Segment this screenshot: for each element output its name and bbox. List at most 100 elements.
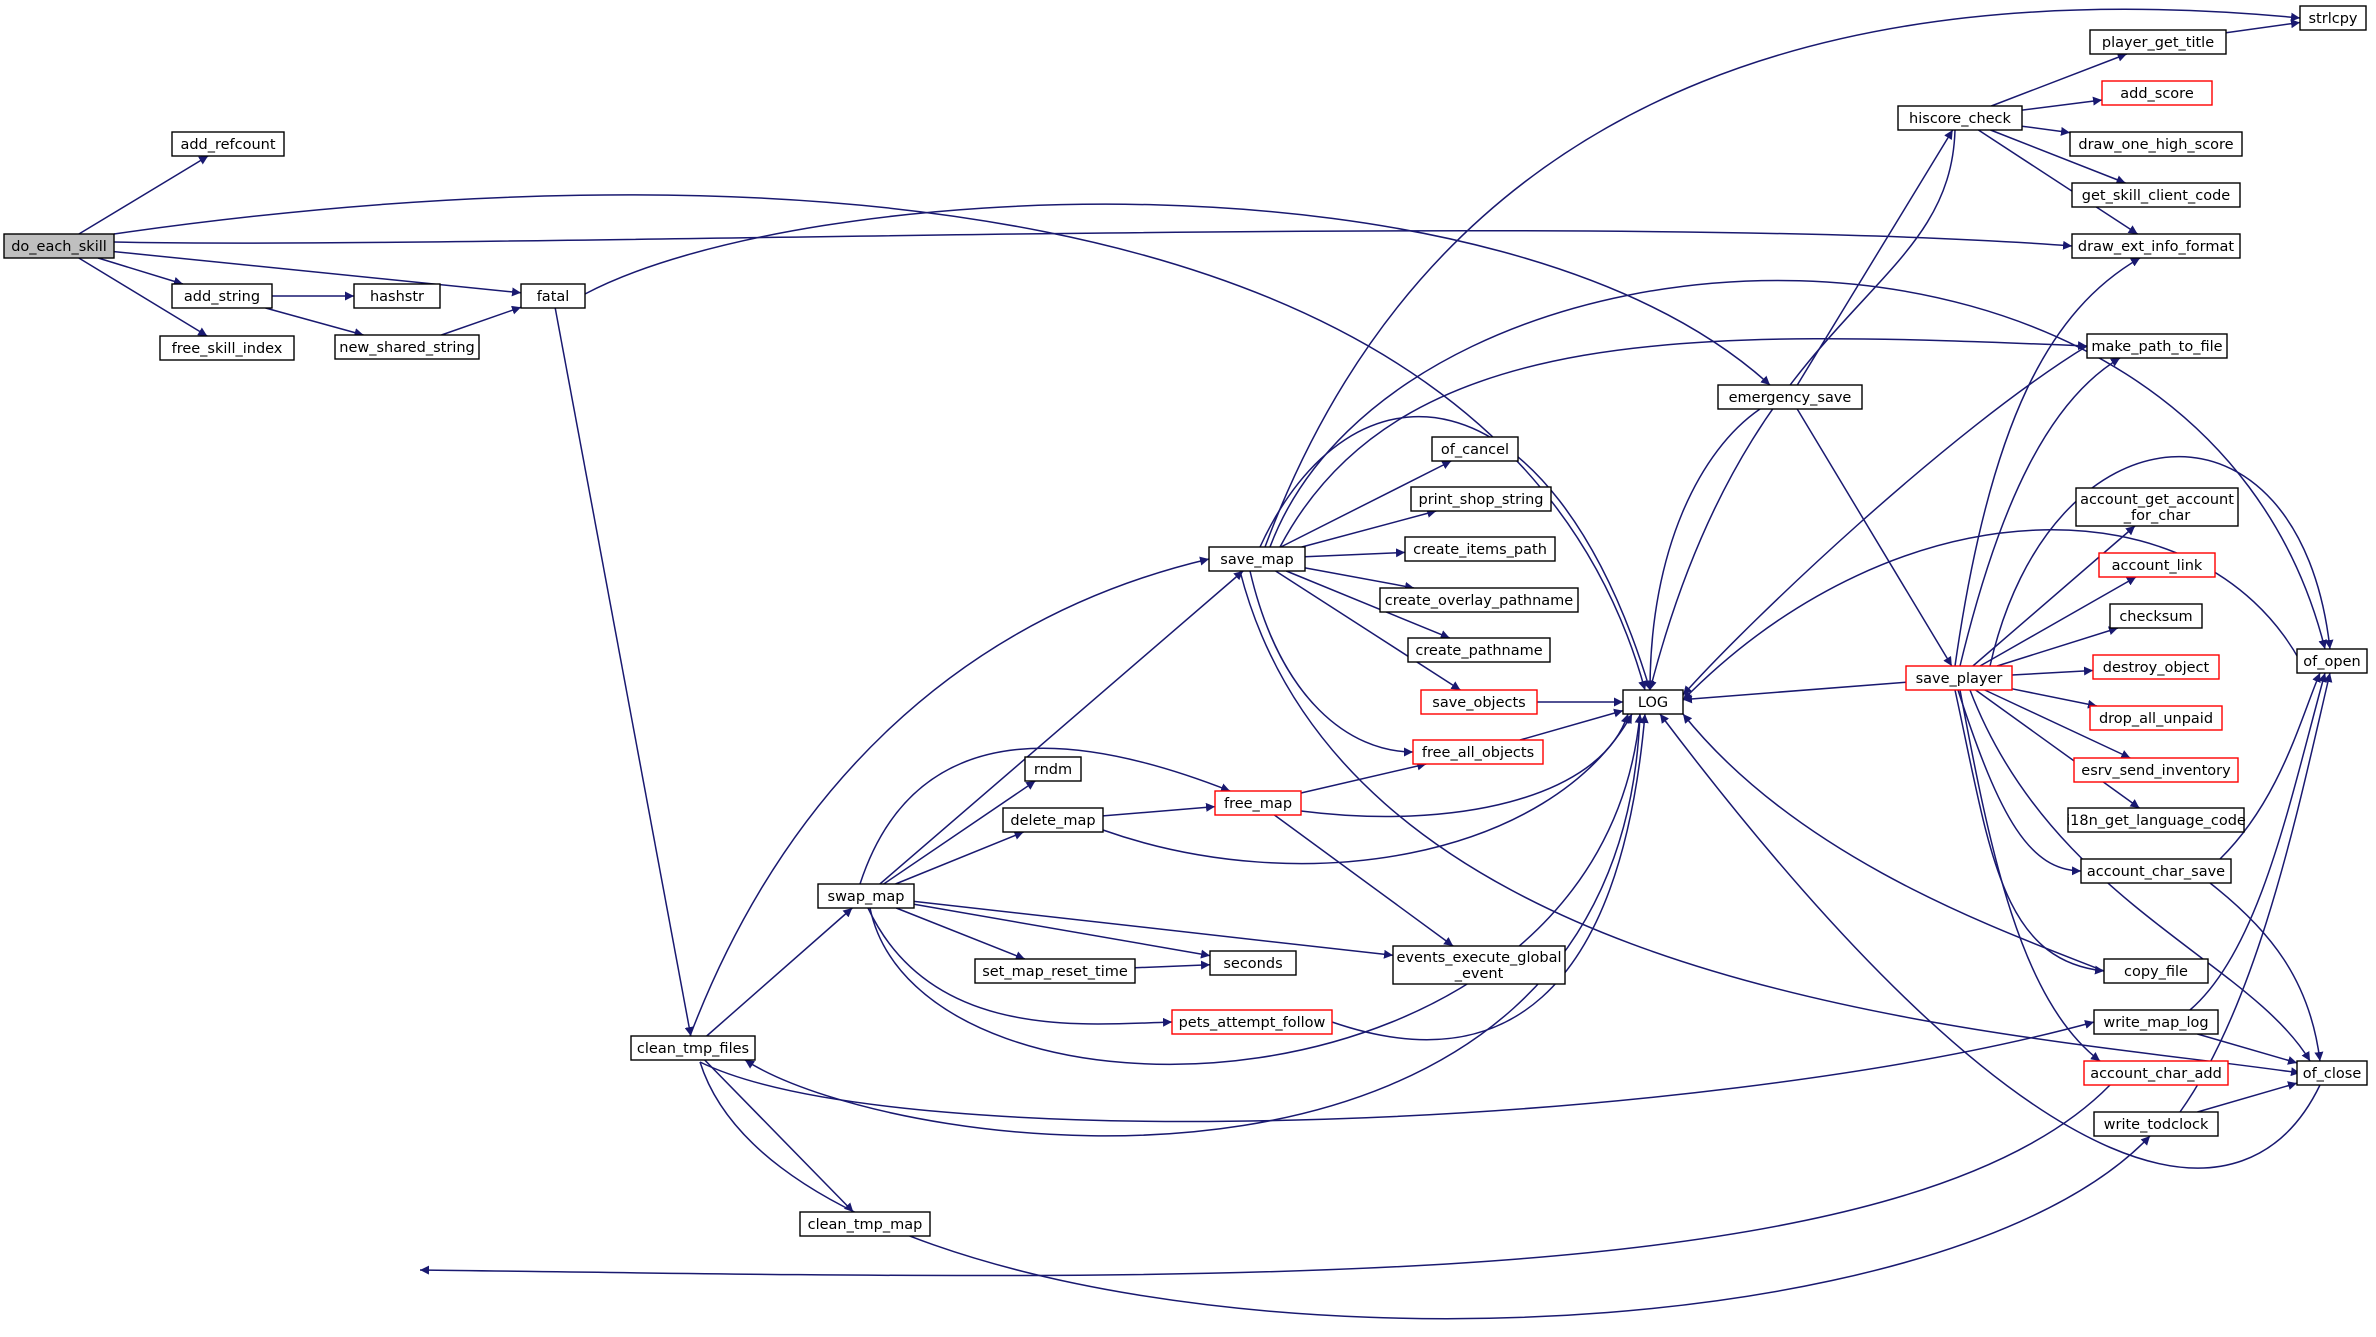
edge-copy_file-to-LOG bbox=[1682, 713, 2105, 972]
node-box bbox=[2089, 29, 2227, 55]
node-box bbox=[2080, 858, 2232, 884]
node-box bbox=[2089, 705, 2223, 731]
node-account-link[interactable]: account_link bbox=[2098, 552, 2216, 578]
node-clean-tmp-files[interactable]: clean_tmp_files bbox=[630, 1035, 756, 1061]
edge-emergency_save-to-save_player bbox=[1796, 408, 1953, 667]
node-box bbox=[799, 1211, 931, 1237]
node-account-get-account-for-char[interactable]: account_get_account_for_char bbox=[2075, 487, 2239, 527]
edge-save_map-to-free_all_objects bbox=[1249, 570, 1414, 757]
node-save-map[interactable]: save_map bbox=[1208, 546, 1306, 572]
node-add-refcount[interactable]: add_refcount bbox=[171, 131, 285, 157]
node-account-char-add[interactable]: account_char_add bbox=[2083, 1060, 2229, 1086]
node-strlcpy[interactable]: strlcpy bbox=[2299, 5, 2367, 31]
node-box bbox=[1420, 689, 1538, 715]
edge-clean_tmp_files-to-save_map bbox=[689, 556, 1210, 1037]
node-box bbox=[171, 131, 285, 157]
node-delete-map[interactable]: delete_map bbox=[1002, 807, 1104, 833]
edge-account_char_save-to-of_close bbox=[2209, 882, 2324, 1062]
edge-hiscore_check-to-player_get_title bbox=[1991, 53, 2127, 107]
node-copy-file[interactable]: copy_file bbox=[2103, 958, 2209, 984]
node-of-open[interactable]: of_open bbox=[2296, 648, 2368, 674]
edge-delete_map-to-free_map bbox=[1102, 802, 1216, 817]
node-label: create_items_path bbox=[1413, 542, 1547, 558]
node-draw-ext-info-format[interactable]: draw_ext_info_format bbox=[2071, 233, 2241, 259]
node-box bbox=[334, 334, 480, 360]
node-checksum[interactable]: checksum bbox=[2109, 603, 2203, 629]
node-create-items-path[interactable]: create_items_path bbox=[1404, 536, 1556, 562]
node-draw-one-high-score[interactable]: draw_one_high_score bbox=[2069, 131, 2243, 157]
node-label: emergency_save bbox=[1729, 390, 1852, 406]
node-seconds[interactable]: seconds bbox=[1209, 950, 1297, 976]
node-get-skill-client-code[interactable]: get_skill_client_code bbox=[2071, 182, 2241, 208]
edge-swap_map-to-LOG bbox=[869, 713, 1644, 1065]
node-free-skill-index[interactable]: free_skill_index bbox=[159, 335, 295, 361]
edge-free_map-to-LOG bbox=[1300, 713, 1630, 818]
edge-delete_map-to-LOG bbox=[1102, 713, 1633, 865]
node-new-shared-string[interactable]: new_shared_string bbox=[334, 334, 480, 360]
node-save-objects[interactable]: save_objects bbox=[1420, 689, 1538, 715]
node-label: create_pathname bbox=[1415, 643, 1542, 659]
node-set-map-reset-time[interactable]: set_map_reset_time bbox=[974, 958, 1136, 984]
node-label: of_open bbox=[2303, 654, 2360, 670]
node-label: esrv_send_inventory bbox=[2081, 763, 2231, 779]
node-player-get-title[interactable]: player_get_title bbox=[2089, 29, 2227, 55]
edge-clean_tmp_files-to-swap_map bbox=[706, 907, 853, 1037]
node-label: destroy_object bbox=[2103, 660, 2210, 676]
node-of-cancel[interactable]: of_cancel bbox=[1431, 436, 1519, 462]
node-add-score[interactable]: add_score bbox=[2101, 80, 2213, 106]
node-box bbox=[520, 283, 586, 309]
node-label: make_path_to_file bbox=[2091, 339, 2222, 355]
node-fatal[interactable]: fatal bbox=[520, 283, 586, 309]
edge-do_each_skill-to-draw_ext_info_format bbox=[113, 229, 2073, 250]
node-drop-all-unpaid[interactable]: drop_all_unpaid bbox=[2089, 705, 2223, 731]
node-create-overlay-pathname[interactable]: create_overlay_pathname bbox=[1379, 587, 1579, 613]
node-write-map-log[interactable]: write_map_log bbox=[2093, 1009, 2219, 1035]
node-label: do_each_skill bbox=[11, 239, 107, 255]
node-label: _for_char bbox=[2123, 508, 2190, 524]
edge-fatal-to-emergency_save bbox=[584, 203, 1771, 386]
node-create-pathname[interactable]: create_pathname bbox=[1407, 637, 1551, 663]
node-events-execute-global-event[interactable]: events_execute_global_event bbox=[1392, 945, 1566, 985]
node-box bbox=[1171, 1009, 1333, 1035]
node-free-all-objects[interactable]: free_all_objects bbox=[1412, 739, 1544, 765]
edge-free_all_objects-to-LOG bbox=[1519, 708, 1624, 741]
node-label: print_shop_string bbox=[1418, 492, 1543, 508]
node-box bbox=[1407, 637, 1551, 663]
node-of-close[interactable]: of_close bbox=[2296, 1060, 2368, 1086]
node-LOG[interactable]: LOG bbox=[1622, 689, 1684, 715]
node-pets-attempt-follow[interactable]: pets_attempt_follow bbox=[1171, 1009, 1333, 1035]
node-add-string[interactable]: add_string bbox=[171, 283, 273, 309]
node-label: add_string bbox=[184, 289, 260, 305]
node-swap-map[interactable]: swap_map bbox=[817, 883, 915, 909]
node-label: write_todclock bbox=[2104, 1117, 2209, 1133]
node-clean-tmp-map[interactable]: clean_tmp_map bbox=[799, 1211, 931, 1237]
node-make-path-to-file[interactable]: make_path_to_file bbox=[2086, 333, 2228, 359]
edge-new_shared_string-to-fatal bbox=[441, 305, 522, 336]
edge-fatal-to-clean_tmp_files bbox=[554, 307, 694, 1037]
edge-do_each_skill-to-fatal bbox=[113, 250, 522, 297]
node-do-each-skill[interactable]: do_each_skill bbox=[3, 233, 115, 259]
edge-account_char_save-to-of_open bbox=[2219, 672, 2321, 860]
node-destroy-object[interactable]: destroy_object bbox=[2092, 654, 2220, 680]
edge-pets_attempt_follow-to-LOG bbox=[1331, 713, 1649, 1041]
node-write-todclock[interactable]: write_todclock bbox=[2093, 1111, 2219, 1137]
node-free-map[interactable]: free_map bbox=[1214, 790, 1302, 816]
node-rndm[interactable]: rndm bbox=[1024, 756, 1082, 782]
node-hiscore-check[interactable]: hiscore_check bbox=[1897, 105, 2023, 131]
node-save-player[interactable]: save_player bbox=[1905, 665, 2013, 691]
node-esrv-send-inventory[interactable]: esrv_send_inventory bbox=[2073, 757, 2239, 783]
edge-hiscore_check-to-get_skill_client_code bbox=[1990, 129, 2126, 184]
node-box bbox=[2067, 807, 2245, 833]
node-print-shop-string[interactable]: print_shop_string bbox=[1410, 486, 1552, 512]
node-hashstr[interactable]: hashstr bbox=[353, 283, 441, 309]
node-label: new_shared_string bbox=[339, 340, 475, 356]
node-label: of_cancel bbox=[1441, 442, 1509, 458]
node-i18n-get-language-code[interactable]: i18n_get_language_code bbox=[2066, 807, 2246, 833]
edge-save_player-to-LOG bbox=[1682, 681, 1907, 704]
node-emergency-save[interactable]: emergency_save bbox=[1717, 384, 1863, 410]
edge-save_player-to-account_char_save bbox=[1957, 689, 2082, 876]
node-account-char-save[interactable]: account_char_save bbox=[2080, 858, 2232, 884]
node-label: set_map_reset_time bbox=[982, 964, 1128, 980]
edge-swap_map-to-save_map bbox=[879, 570, 1244, 885]
node-box bbox=[2071, 233, 2241, 259]
